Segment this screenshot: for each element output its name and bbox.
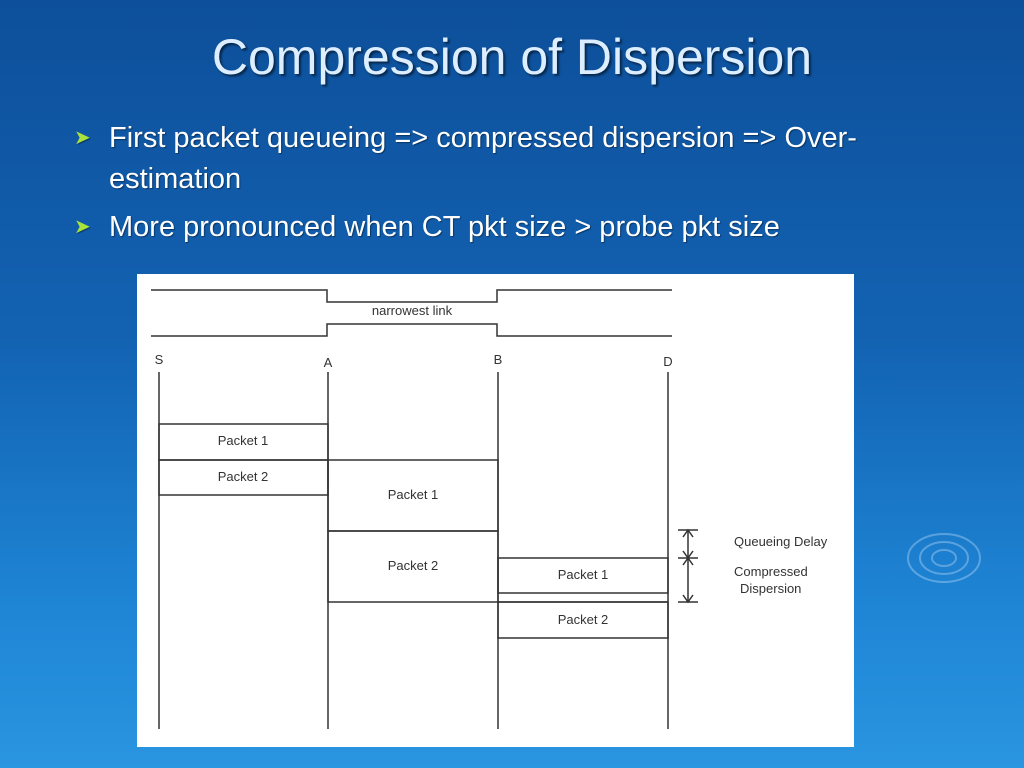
bullet-list: ➤ First packet queueing => compressed di… — [72, 118, 952, 255]
packet-label: Packet 2 — [388, 558, 439, 573]
packet-label: Packet 1 — [218, 433, 269, 448]
diagram-svg: narrowest link S A B D Packet 1 Packet 2… — [151, 289, 828, 729]
packet-label: Packet 2 — [218, 469, 269, 484]
packet-label: Packet 1 — [558, 567, 609, 582]
bullet-item: ➤ First packet queueing => compressed di… — [72, 118, 952, 200]
link-bottom-outline — [151, 323, 672, 337]
compressed-dispersion-label: Dispersion — [740, 581, 801, 596]
packet-label: Packet 1 — [388, 487, 439, 502]
arrowhead — [682, 594, 694, 604]
water-ripple-decoration — [907, 533, 981, 583]
dispersion-diagram: narrowest link S A B D Packet 1 Packet 2… — [137, 274, 854, 747]
arrowhead — [682, 556, 694, 566]
node-label-b: B — [494, 352, 503, 367]
compressed-dispersion-label: Compressed — [734, 564, 808, 579]
arrowhead — [682, 528, 694, 538]
arrow-bullet-icon: ➤ — [74, 216, 91, 238]
link-label: narrowest link — [372, 303, 453, 318]
bullet-text: First packet queueing => compressed disp… — [109, 122, 857, 195]
arrow-bullet-icon: ➤ — [74, 127, 91, 149]
bullet-item: ➤ More pronounced when CT pkt size > pro… — [72, 207, 952, 248]
link-top-outline — [151, 289, 672, 303]
slide-title: Compression of Dispersion — [211, 29, 813, 85]
queueing-delay-label: Queueing Delay — [734, 534, 828, 549]
bullet-text: More pronounced when CT pkt size > probe… — [109, 211, 780, 243]
packet-label: Packet 2 — [558, 612, 609, 627]
node-label-a: A — [324, 355, 333, 370]
node-label-d: D — [663, 354, 672, 369]
node-label-s: S — [155, 352, 164, 367]
packet-box — [497, 557, 669, 594]
